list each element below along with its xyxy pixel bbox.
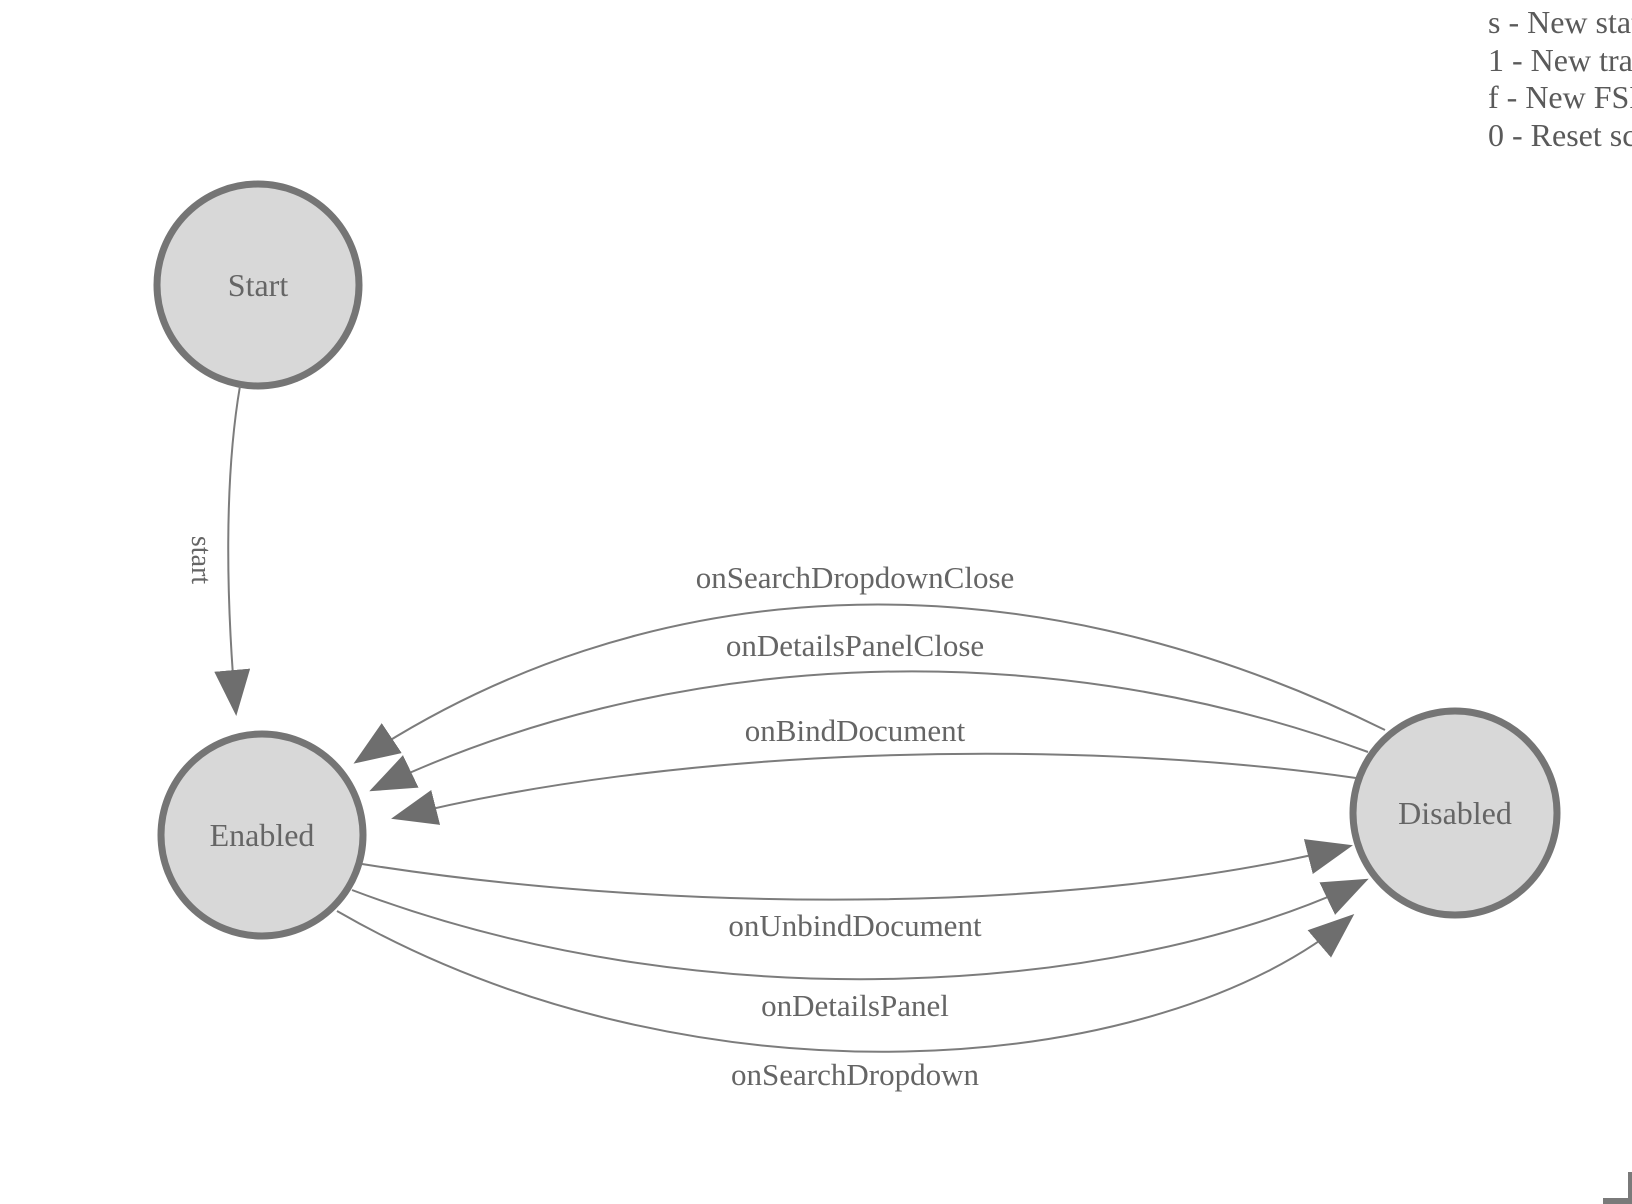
- legend-item-reset: 0 - Reset sc: [1488, 116, 1632, 153]
- state-node-disabled[interactable]: [1349, 707, 1561, 919]
- transition-path-onBindDocument[interactable]: [391, 752, 1357, 825]
- transition-path-onUnbindDocument[interactable]: [361, 839, 1353, 901]
- corner-mark-vertical: [1628, 1172, 1632, 1204]
- transition-label-onDetailsPanel[interactable]: onDetailsPanel: [761, 988, 949, 1023]
- transition-label-onUnbindDocument[interactable]: onUnbindDocument: [728, 908, 982, 943]
- transition-path-start[interactable]: [214, 385, 251, 716]
- transition-label-onSearchDropdown[interactable]: onSearchDropdown: [731, 1057, 979, 1092]
- transition-path-onSearchDropdownClose[interactable]: [353, 603, 1386, 764]
- state-node-start[interactable]: [153, 180, 363, 390]
- legend-item-new-state: s - New stat: [1488, 4, 1632, 40]
- legend-item-new-fsm: f - New FSM: [1488, 79, 1632, 116]
- transition-label-onDetailsPanelClose[interactable]: onDetailsPanelClose: [726, 628, 984, 663]
- state-node-enabled[interactable]: [157, 730, 367, 940]
- legend-item-new-transition: 1 - New tran: [1488, 41, 1632, 78]
- corner-mark-horizontal: [1603, 1198, 1632, 1204]
- shortcut-legend: s - New stat 1 - New tran f - New FSM 0 …: [1488, 4, 1632, 154]
- transition-label-start[interactable]: start: [185, 536, 216, 584]
- transition-label-onSearchDropdownClose[interactable]: onSearchDropdownClose: [696, 560, 1015, 595]
- state-label-enabled: Enabled: [210, 817, 315, 853]
- state-label-start: Start: [228, 267, 289, 303]
- transition-path-onDetailsPanel[interactable]: [351, 878, 1369, 981]
- transition-path-onSearchDropdown[interactable]: [336, 910, 1355, 1053]
- transition-path-onDetailsPanelClose[interactable]: [369, 670, 1369, 792]
- state-label-disabled: Disabled: [1398, 795, 1512, 831]
- transition-label-onBindDocument[interactable]: onBindDocument: [745, 713, 966, 748]
